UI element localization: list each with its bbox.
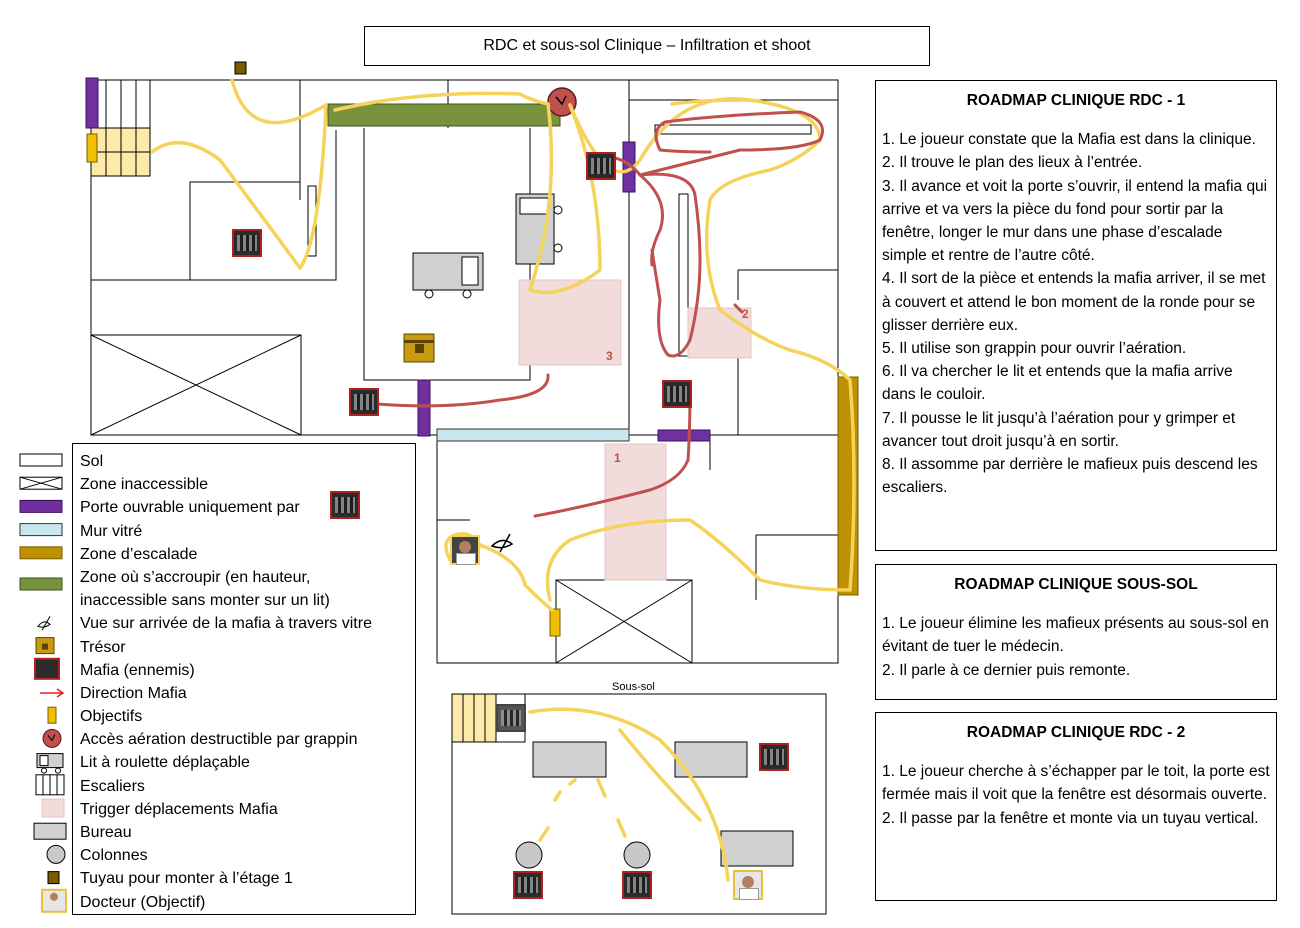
basement-label: Sous-sol [612,681,655,693]
glass-wall [436,428,630,442]
legend-item: Escaliers [80,777,145,795]
partition [654,124,812,135]
trigger-number-1: 1 [614,451,621,465]
roadmap-rdc-2: ROADMAP CLINIQUE RDC - 2 1. Le joueur ch… [875,712,1277,901]
trigger-numbers: 1 2 3 [606,307,749,465]
desks-basement [532,741,794,867]
legend-item: Objectifs [80,708,143,726]
climbing-zone-icon [19,546,63,560]
mafia-boss-icon [496,704,526,732]
legend-item: Docteur (Objectif) [80,893,206,911]
purple-doors [85,77,711,442]
trigger-icon [41,798,65,818]
roadmap-step: 4. Il sort de la pièce et entends la maf… [882,270,1266,334]
purple-door-icon [19,499,63,513]
crouch-zone-icon [19,577,63,591]
legend-item: Porte ouvrable uniquement par [80,499,300,517]
mafia-icon [513,871,543,899]
mafia-icon [34,657,60,680]
bed-rdc [412,252,484,299]
legend-item: Trésor [80,638,126,656]
legend-item: Zone où s’accroupir (en hauteur, [80,568,311,586]
vent-icon [42,728,62,748]
mafia-icon [330,491,360,519]
roadmap-step: 2. Il passe par la fenêtre et monte via … [882,809,1259,827]
roadmap-step: 5. Il utilise son grappin pour ouvrir l’… [882,340,1187,358]
mafia-path [364,110,824,518]
inaccessible-zone-bottom [555,579,693,664]
legend-item: Tuyau pour monter à l’étage 1 [80,870,293,888]
page-title: RDC et sous-sol Clinique – Infiltration … [364,26,930,66]
legend-item: Colonnes [80,847,148,865]
columns-basement [515,841,651,869]
roadmap-step: 1. Le joueur cherche à s’échapper par le… [882,763,1270,804]
mafia-icon [232,229,262,257]
legend-item: Zone d’escalade [80,545,198,563]
roadmap-rdc-1: ROADMAP CLINIQUE RDC - 1 1. Le joueur co… [875,80,1277,551]
bed-icon [36,753,64,774]
glass-wall-icon [19,523,63,537]
legend-item: Vue sur arrivée de la mafia à travers vi… [80,615,372,633]
mafia-icon [349,388,379,416]
column-icon [46,844,66,864]
roadmap-step: 7. Il pousse le lit jusqu’à l’aération p… [882,409,1236,450]
roadmap-step: 1. Le joueur élimine les mafieux présent… [882,615,1269,656]
player-icon [450,535,480,565]
mafia-icon [662,380,692,408]
inaccessible-zone-icon [19,476,63,490]
legend-item: Mur vitré [80,522,143,540]
roadmap-title: ROADMAP CLINIQUE SOUS-SOL [954,576,1198,593]
objective-marker [549,608,561,637]
red-arrow-icon [40,688,65,698]
legend-item: Trigger déplacements Mafia [80,800,278,818]
roadmap-step: 2. Il parle à ce dernier puis remonte. [882,661,1131,679]
eye-icon [37,616,51,631]
objective-marker [86,133,98,163]
roadmap-step: 3. Il avance et voit la porte s’ouvrir, … [882,177,1268,265]
inaccessible-zone-left [90,334,302,436]
legend-item: inaccessible sans monter sur un lit) [80,592,330,610]
eye-icon [490,533,514,553]
stairs-rdc [90,79,151,177]
legend-symbol-column [19,453,67,913]
mafia-icon [759,743,789,771]
partition [678,193,689,357]
legend-item: Bureau [80,824,132,841]
crouch-zone [327,103,561,127]
legend-item: Accès aération destructible par grappin [80,731,358,749]
roadmap-step: 2. Il trouve le plan des lieux à l’entré… [882,154,1143,172]
roadmap-title: ROADMAP CLINIQUE RDC - 1 [966,92,1186,109]
trigger-number-2: 2 [742,307,749,321]
floor-icon [19,453,63,467]
basement-walls [451,693,827,915]
roadmap-basement: ROADMAP CLINIQUE SOUS-SOL 1. Le joueur é… [875,564,1277,700]
mafia-icon [586,152,616,180]
legend-item: Lit à roulette déplaçable [80,754,250,772]
legend-item: Direction Mafia [80,684,187,702]
roadmap-step: 1. Le joueur constate que la Mafia est d… [882,131,1256,149]
desk-icon [33,822,67,840]
stairs-icon [35,774,65,796]
pipe [234,61,247,75]
roadmap-title: ROADMAP CLINIQUE RDC - 2 [966,724,1186,741]
trigger-number-3: 3 [606,349,613,363]
doctor-icon [41,888,67,913]
trigger-zones [518,279,752,581]
pipe-icon [47,871,60,885]
legend-item: Zone inaccessible [80,476,209,494]
roadmap-step: 8. Il assomme par derrière le mafieux pu… [882,456,1258,497]
legend-item: Mafia (ennemis) [80,661,195,679]
doctor-icon [733,870,763,900]
mafia-icon [622,871,652,899]
treasure [403,333,435,363]
legend-item: Sol [80,453,104,470]
vent [547,87,577,117]
roadmap-step: 6. Il va chercher le lit et entends que … [882,363,1233,404]
objective-icon [47,706,57,724]
treasure-icon [35,637,55,655]
